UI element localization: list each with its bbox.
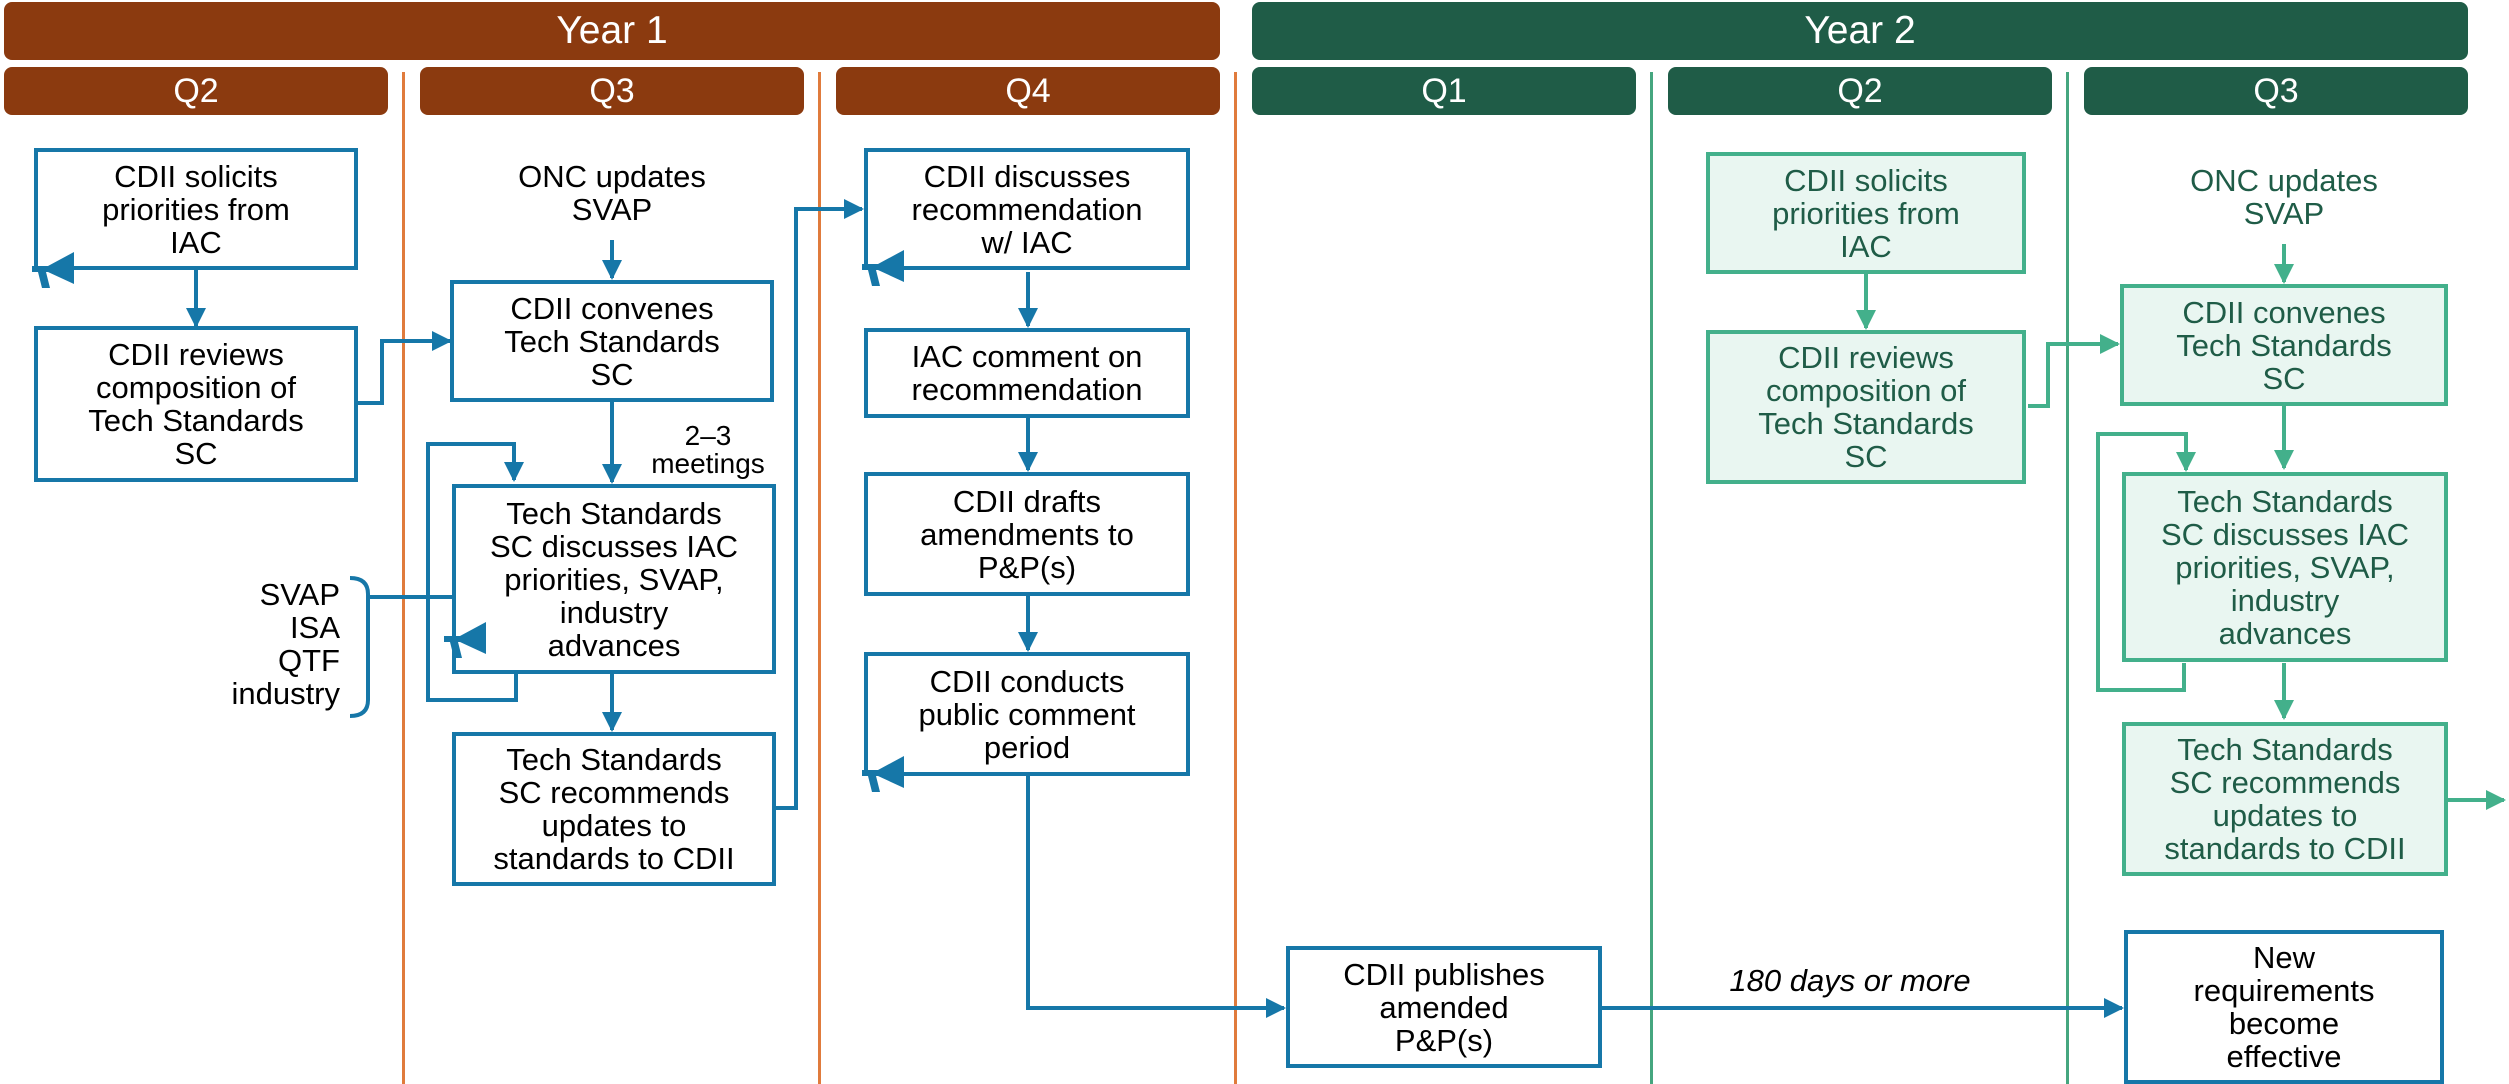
megaphone-icon [32, 252, 74, 288]
quarter-header-y2-q1: Q1 [1252, 67, 1636, 115]
box-text: Tech Standards SC discusses IAC prioriti… [489, 495, 739, 663]
box-cdii-drafts-amendments: CDII drafts amendments to P&P(s) [864, 472, 1190, 596]
quarter-label: Q4 [1005, 71, 1051, 110]
box-text: CDII discusses recommendation w/ IAC [911, 158, 1143, 260]
quarter-label: Q1 [1421, 71, 1467, 110]
quarter-divider [1650, 72, 1653, 1084]
arrow-meetings-loop [426, 442, 524, 702]
box-text: CDII reviews composition of Tech Standar… [1758, 340, 1974, 474]
arrow-y2-reviews-to-convenes [2028, 334, 2120, 408]
box-sc-recommends-updates: Tech Standards SC recommends updates to … [452, 732, 776, 886]
quarter-label: Q2 [1837, 71, 1883, 110]
box-text: CDII reviews composition of Tech Standar… [88, 337, 304, 471]
quarter-header-y1-q3: Q3 [420, 67, 804, 115]
box-text: Tech Standards SC discusses IAC prioriti… [2160, 483, 2410, 651]
box-text: CDII convenes Tech Standards SC [504, 290, 720, 392]
quarter-label: Q3 [2253, 71, 2299, 110]
onc-updates-svap-text: ONC updates SVAP [518, 159, 706, 227]
box-iac-comment: IAC comment on recommendation [864, 328, 1190, 418]
quarter-label: Q2 [173, 71, 219, 110]
quarter-header-y2-q3: Q3 [2084, 67, 2468, 115]
year-1-label: Year 1 [556, 9, 668, 52]
quarter-divider [2066, 72, 2069, 1084]
quarter-header-y2-q2: Q2 [1668, 67, 2052, 115]
arrow-public-comment-to-publish [1026, 775, 1286, 1018]
year-1-header: Year 1 [4, 2, 1220, 60]
box-cdii-discusses-recommendation: CDII discusses recommendation w/ IAC [864, 148, 1190, 270]
box-y2-sc-recommends-updates: Tech Standards SC recommends updates to … [2122, 722, 2448, 876]
box-new-requirements-effective: New requirements become effective [2124, 930, 2444, 1084]
year-divider [1234, 72, 1237, 1084]
quarter-header-y1-q4: Q4 [836, 67, 1220, 115]
box-cdii-solicits-priorities: CDII solicits priorities from IAC [34, 148, 358, 270]
box-text: CDII conducts public comment period [918, 663, 1136, 765]
meetings-annotation: 2–3 meetings [651, 420, 765, 479]
quarter-label: Q3 [589, 71, 635, 110]
year-2-header: Year 2 [1252, 2, 2468, 60]
box-text: CDII solicits priorities from IAC [102, 158, 290, 260]
inputs-brace [349, 576, 370, 718]
box-text: Tech Standards SC recommends updates to … [493, 742, 735, 876]
box-y2-cdii-reviews-composition: CDII reviews composition of Tech Standar… [1706, 330, 2026, 484]
box-cdii-publishes-amended: CDII publishes amended P&P(s) [1286, 946, 1602, 1068]
arrow-reviews-to-convenes [356, 331, 452, 405]
box-text: CDII convenes Tech Standards SC [2176, 294, 2392, 396]
arrow-y2-meetings-loop [2096, 432, 2196, 692]
quarter-divider [818, 72, 821, 1084]
megaphone-icon [862, 756, 904, 792]
box-y2-sc-discusses-priorities: Tech Standards SC discusses IAC prioriti… [2122, 472, 2448, 662]
megaphone-icon [862, 250, 904, 286]
box-text: New requirements become effective [2193, 940, 2375, 1074]
box-text: IAC comment on recommendation [911, 339, 1143, 407]
box-text: CDII solicits priorities from IAC [1772, 162, 1960, 264]
megaphone-icon [444, 622, 486, 658]
box-text: Tech Standards SC recommends updates to … [2164, 732, 2406, 866]
timeline-note: 180 days or more [1729, 963, 1971, 998]
quarter-divider [402, 72, 405, 1084]
box-cdii-reviews-composition: CDII reviews composition of Tech Standar… [34, 326, 358, 482]
box-text: CDII publishes amended P&P(s) [1343, 956, 1545, 1058]
box-y2-cdii-solicits-priorities: CDII solicits priorities from IAC [1706, 152, 2026, 274]
quarter-header-y1-q2: Q2 [4, 67, 388, 115]
arrow-recommends-to-cdii [776, 199, 864, 810]
y2-onc-updates-svap-text: ONC updates SVAP [2190, 163, 2378, 231]
box-text: CDII drafts amendments to P&P(s) [920, 483, 1134, 585]
box-sc-discusses-priorities: Tech Standards SC discusses IAC prioriti… [452, 484, 776, 674]
inputs-list: SVAP ISA QTF industry [231, 577, 340, 711]
box-cdii-public-comment: CDII conducts public comment period [864, 652, 1190, 776]
box-y2-cdii-convenes-sc: CDII convenes Tech Standards SC [2120, 284, 2448, 406]
box-cdii-convenes-sc: CDII convenes Tech Standards SC [450, 280, 774, 402]
year-2-label: Year 2 [1804, 9, 1916, 52]
